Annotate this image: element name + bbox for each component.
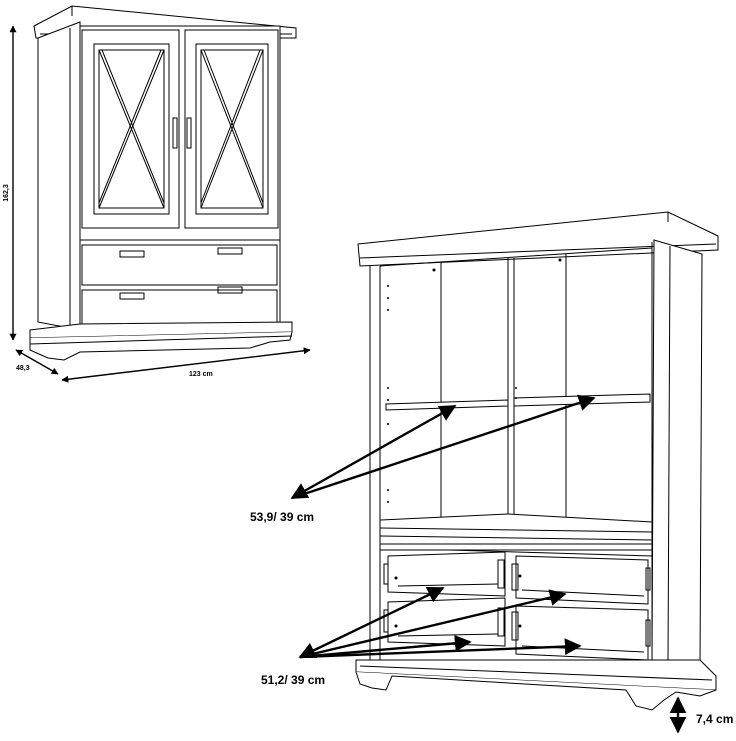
drawer-leader-arrows [298, 586, 582, 659]
open-cabinet-drawing [355, 211, 719, 711]
closed-cabinet-drawing [29, 5, 297, 361]
height-label: 162,3 [3, 184, 10, 202]
width-label: 123 cm [189, 371, 213, 378]
shelf-leader-arrows [290, 394, 596, 500]
closed-cabinet-dimensions [9, 25, 311, 383]
drawer-size-label: 51,2/ 39 cm [261, 673, 325, 687]
leg-height-label: 7,4 cm [696, 712, 733, 726]
shelf-size-label: 53,9/ 39 cm [250, 510, 314, 524]
depth-label: 48,3 [16, 365, 30, 372]
